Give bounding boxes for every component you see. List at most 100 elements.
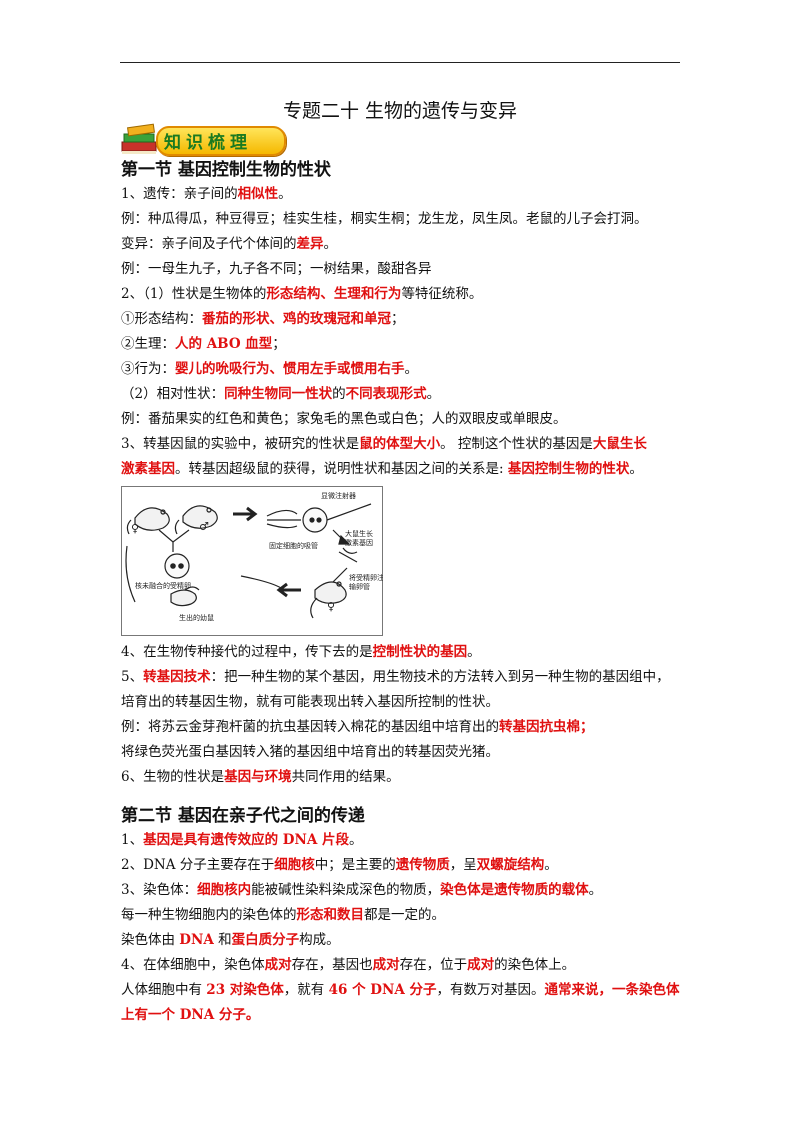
section2-paragraphs: 1、基因是具有遗传效应的 DNA 片段。2、DNA 分子主要存在于细胞核中；是主… xyxy=(121,828,689,1028)
experiment-diagram: ♀ ♂ ♀ 显微注射器 大鼠生长激素基因 固定细胞的吸管 核未融合的受精卵 将受… xyxy=(121,486,391,636)
section2-heading: 第二节 基因在亲子代之间的传递 xyxy=(121,806,365,826)
section2-line: 3、染色体：细胞核内能被碱性染料染成深色的物质，染色体是遗传物质的载体。 xyxy=(121,878,689,903)
label-inject: 将受精卵注入输卵管 xyxy=(349,573,383,591)
body-text: 人体细胞中有 xyxy=(121,982,207,998)
highlight-text: 转基因技术 xyxy=(143,669,211,685)
body-text: 1、 xyxy=(121,832,144,848)
body-text: 。 xyxy=(467,644,481,660)
body-text: 3、转基因鼠的实验中，被研究的性状是 xyxy=(121,436,360,452)
section1-line: ②生理：人的 ABO 血型； xyxy=(121,332,689,357)
body-text: 5、 xyxy=(121,669,144,685)
section1-line: 例：种瓜得瓜，种豆得豆；桂实生桂，桐实生桐；龙生龙，凤生凤。老鼠的儿子会打洞。 xyxy=(121,207,689,232)
body-text: 。 xyxy=(629,461,643,477)
body-text: 例：将苏云金芽孢杆菌的抗虫基因转入棉花的基因组中培育出的 xyxy=(121,719,499,735)
body-text: 。 xyxy=(404,361,419,377)
label-fix: 固定细胞的吸管 xyxy=(269,541,318,550)
section1-line: 1、遗传：亲子间的相似性。 xyxy=(121,182,689,207)
highlight-text: 基因是具有遗传效应的 DNA 片段 xyxy=(143,832,350,848)
body-text: 构成。 xyxy=(299,932,340,948)
body-text: 的 xyxy=(332,386,346,402)
highlight-text: 形态结构、生理和行为 xyxy=(266,286,402,302)
section1-paragraphs: 1、遗传：亲子间的相似性。例：种瓜得瓜，种豆得豆；桂实生桂，桐实生桐；龙生龙，凤… xyxy=(121,182,689,482)
body-text: 等特征统称。 xyxy=(401,286,483,302)
section1-line: ③行为：婴儿的吮吸行为、惯用左手或惯用右手。 xyxy=(121,357,689,382)
body-text: 。 xyxy=(588,882,603,898)
books-icon xyxy=(121,123,157,154)
highlight-text: 成对 xyxy=(264,957,292,973)
highlight-text: 上有一个 DNA 分子。 xyxy=(121,1007,260,1023)
section1-line: 激素基因。转基因超级鼠的获得，说明性状和基因之间的关系是: 基因控制生物的性状。 xyxy=(121,457,689,482)
highlight-text: 大鼠生长 xyxy=(592,436,647,452)
section2-line: 染色体由 DNA 和蛋白质分子构成。 xyxy=(121,928,689,953)
body-text: 的染色体上。 xyxy=(494,957,576,973)
body-text: 。转基因超级鼠的获得，说明性状和基因之间的关系是: xyxy=(175,461,508,477)
section2-line: 上有一个 DNA 分子。 xyxy=(121,1003,689,1028)
body-text: 存在，位于 xyxy=(399,957,468,973)
body-text: 4、在生物传种接代的过程中，传下去的是 xyxy=(121,644,373,660)
body-text: 。 xyxy=(323,236,338,252)
body-text: 。 xyxy=(349,832,363,848)
section2-line: 2、DNA 分子主要存在于细胞核中；是主要的遗传物质，呈双螺旋结构。 xyxy=(121,853,689,878)
highlight-text: 蛋白质分子 xyxy=(231,932,300,948)
transgenic-mouse-figure: ♀ ♂ ♀ 显微注射器 大鼠生长激素基因 固定细胞的吸管 核未融合的受精卵 将受… xyxy=(121,486,391,636)
label-injector: 显微注射器 xyxy=(321,491,356,500)
highlight-text: 基因与环境 xyxy=(224,769,292,785)
body-text: ； xyxy=(272,336,286,352)
highlight-text: 同种生物同一性状 xyxy=(224,386,333,402)
highlight-text: 鼠的体型大小 xyxy=(359,436,441,452)
body-text: 变异：亲子间及子代个体间的 xyxy=(121,236,297,252)
label-hormone: 大鼠生长激素基因 xyxy=(345,529,373,547)
highlight-text: 细胞核 xyxy=(274,857,315,873)
highlight-text: 细胞核内 xyxy=(197,882,252,898)
body-text: ①形态结构： xyxy=(121,311,202,327)
body-text: ，呈 xyxy=(449,857,477,873)
content: 第一节 基因控制生物的性状 1、遗传：亲子间的相似性。例：种瓜得瓜，种豆得豆；桂… xyxy=(121,158,689,1028)
section2-line: 每一种生物细胞内的染色体的形态和数目都是一定的。 xyxy=(121,903,689,928)
body-text: 例：番茄果实的红色和黄色；家兔毛的黑色或白色；人的双眼皮或单眼皮。 xyxy=(121,411,567,427)
section1-line: 2、（1）性状是生物体的形态结构、生理和行为等特征统称。 xyxy=(121,282,689,307)
highlight-text: 不同表现形式 xyxy=(345,386,427,402)
section1b-line: 4、在生物传种接代的过程中，传下去的是控制性状的基因。 xyxy=(121,640,689,665)
section1b-line: 将绿色荧光蛋白基因转入猪的基因组中培育出的转基因荧光猪。 xyxy=(121,740,689,765)
highlight-text: 染色体是遗传物质的载体 xyxy=(440,882,589,898)
body-text: ②生理： xyxy=(121,336,175,352)
body-text: 1、遗传：亲子间的 xyxy=(121,186,238,202)
body-text: 。 xyxy=(426,386,441,402)
body-text: ：把一种生物的某个基因，用生物技术的方法转入到另一种生物的基因组中， xyxy=(210,669,670,685)
section1b-line: 6、生物的性状是基因与环境共同作用的结果。 xyxy=(121,765,689,790)
highlight-text: 成对 xyxy=(372,957,400,973)
body-text: 例：一母生九子，九子各不同；一树结果，酸甜各异 xyxy=(121,261,432,277)
body-text: ③行为： xyxy=(121,361,175,377)
section1-line: 3、转基因鼠的实验中，被研究的性状是鼠的体型大小。 控制这个性状的基因是大鼠生长 xyxy=(121,432,689,457)
highlight-text: 差异 xyxy=(296,236,324,252)
banner-text: 知识梳理 xyxy=(164,133,252,153)
body-text: 染色体由 xyxy=(121,932,180,948)
female-symbol-2: ♀ xyxy=(327,600,335,613)
body-text: （2）相对性状： xyxy=(121,386,225,402)
body-text: 和 xyxy=(213,932,232,948)
body-text: ； xyxy=(391,311,405,327)
highlight-text: 双螺旋结构 xyxy=(476,857,545,873)
male-symbol: ♂ xyxy=(199,520,209,533)
section1b-line: 5、转基因技术：把一种生物的某个基因，用生物技术的方法转入到另一种生物的基因组中… xyxy=(121,665,689,690)
body-text: 2、（1）性状是生物体的 xyxy=(121,286,267,302)
highlight-text: 通常来说，一条染色体 xyxy=(544,982,680,998)
body-text: 例：种瓜得瓜，种豆得豆；桂实生桂，桐实生桐；龙生龙，凤生凤。老鼠的儿子会打洞。 xyxy=(121,211,648,227)
highlight-text: 相似性 xyxy=(237,186,279,202)
body-text: 中；是主要的 xyxy=(314,857,396,873)
section2-line: 1、基因是具有遗传效应的 DNA 片段。 xyxy=(121,828,689,853)
highlight-text: DNA xyxy=(179,932,214,948)
highlight-text: 遗传物质 xyxy=(395,857,450,873)
section1b-line: 培育出的转基因生物，就有可能表现出转入基因所控制的性状。 xyxy=(121,690,689,715)
section1-paragraphs-2: 4、在生物传种接代的过程中，传下去的是控制性状的基因。5、转基因技术：把一种生物… xyxy=(121,640,689,790)
highlight-text: 转基因抗虫棉； xyxy=(499,719,594,735)
section2-line: 人体细胞中有 23 对染色体，就有 46 个 DNA 分子，有数万对基因。通常来… xyxy=(121,978,689,1003)
label-born: 生出的幼鼠 xyxy=(179,613,214,622)
body-text: 存在，基因也 xyxy=(291,957,373,973)
body-text: 每一种生物细胞内的染色体的 xyxy=(121,907,297,923)
highlight-text: 番茄的形状、鸡的玫瑰冠和单冠 xyxy=(202,311,391,327)
section1-line: ①形态结构：番茄的形状、鸡的玫瑰冠和单冠； xyxy=(121,307,689,332)
highlight-text: 23 对染色体 xyxy=(206,982,284,998)
section1-line: 例：番茄果实的红色和黄色；家兔毛的黑色或白色；人的双眼皮或单眼皮。 xyxy=(121,407,689,432)
body-text: 6、生物的性状是 xyxy=(121,769,225,785)
